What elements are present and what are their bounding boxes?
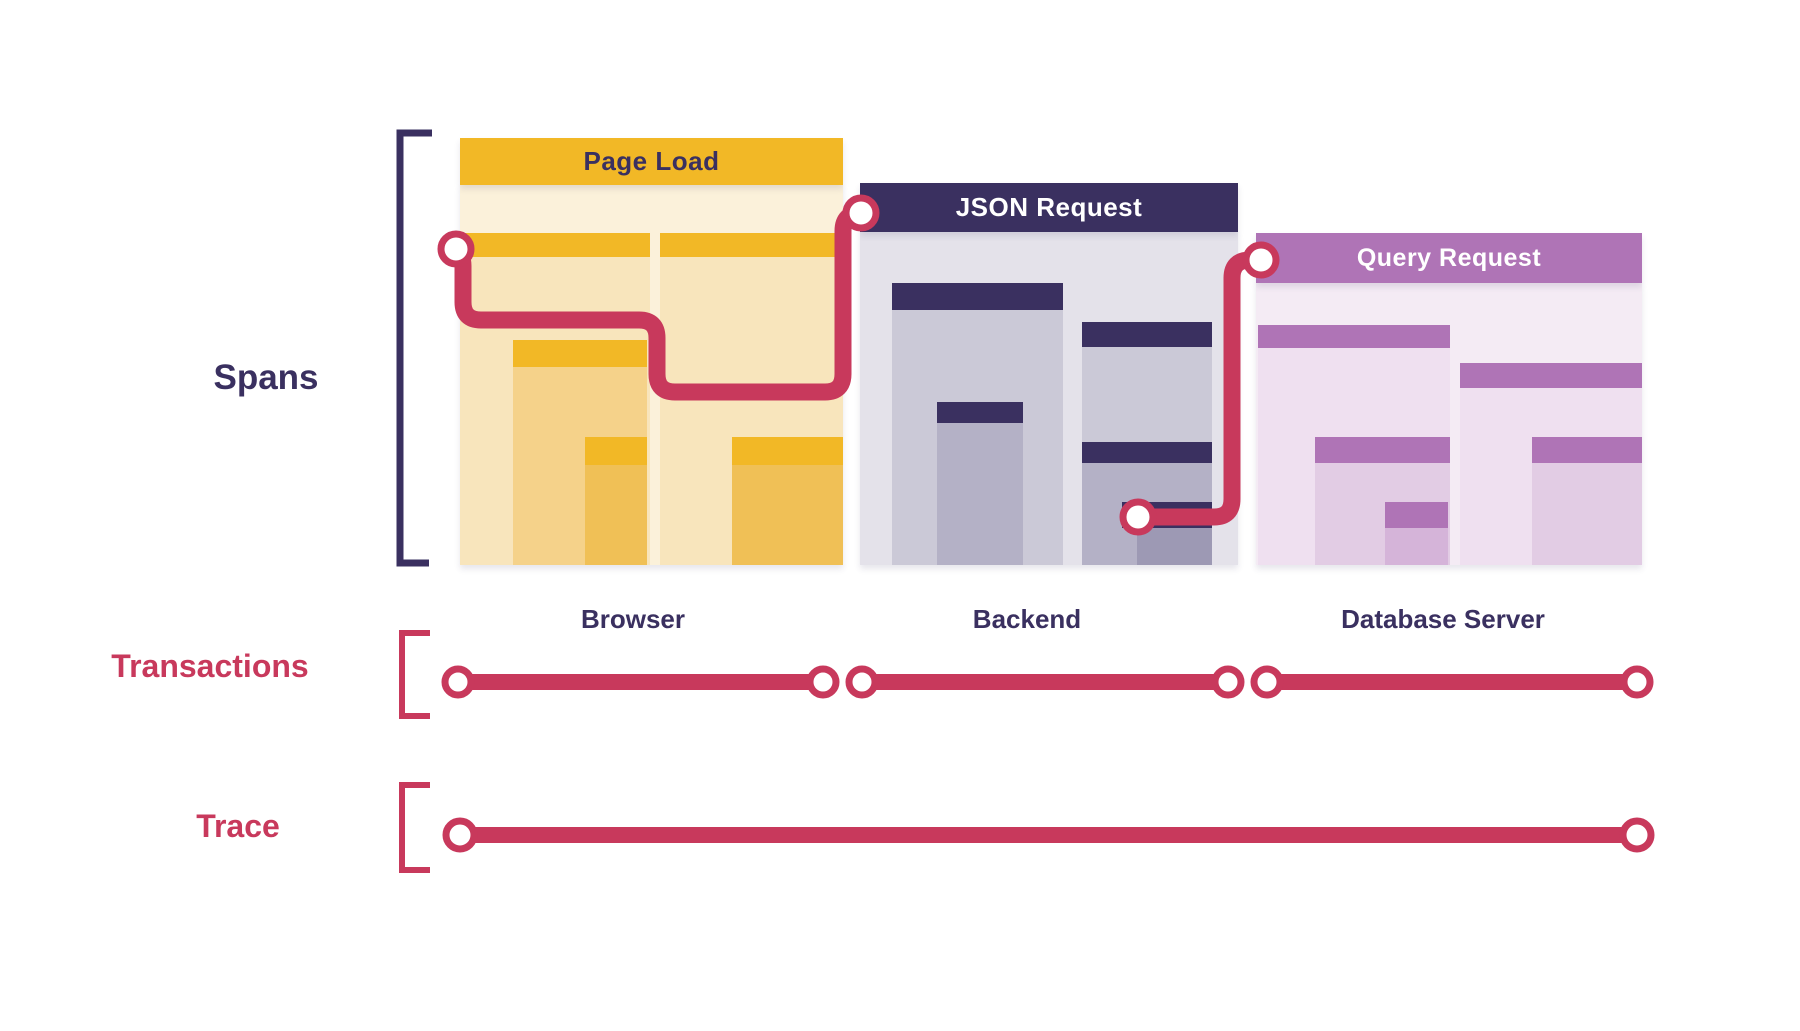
span-bar-header	[660, 233, 843, 257]
trace-row-label: Trace	[196, 808, 280, 844]
database-panel-title: Query Request	[1356, 243, 1542, 272]
span-bar-body	[585, 465, 647, 565]
span-bar-body	[1532, 463, 1642, 565]
span-bar-header	[585, 437, 647, 465]
span-bar-body	[1137, 528, 1212, 565]
browser-panel-title-bar: Page Load	[460, 138, 843, 185]
browser-panel-title: Page Load	[583, 146, 720, 176]
span-bar-header	[513, 340, 647, 367]
transaction-endpoint-circle	[806, 665, 840, 699]
transaction-endpoint-circle	[845, 665, 879, 699]
backend-panel-title-bar: JSON Request	[860, 183, 1238, 232]
spans-bracket	[396, 129, 432, 567]
span-bar-body	[732, 465, 843, 565]
transactions-row-label: Transactions	[111, 648, 309, 684]
transactions-bracket	[399, 630, 430, 719]
span-bar-header	[460, 233, 650, 257]
span-bar-header	[1385, 502, 1448, 528]
span-bar-header	[732, 437, 843, 465]
span-bar-body	[1385, 528, 1448, 565]
span-bar-header	[1460, 363, 1642, 388]
span-bar-header	[1258, 325, 1450, 348]
transaction-endpoint-circle	[1250, 665, 1284, 699]
span-bar-header	[1122, 502, 1212, 528]
backend-panel-title: JSON Request	[955, 192, 1143, 222]
transaction-endpoint-circle	[1211, 665, 1245, 699]
span-bar-header	[1082, 322, 1212, 347]
span-bar-header	[892, 283, 1063, 310]
trace-bracket	[399, 782, 430, 873]
span-bar-header	[1532, 437, 1642, 463]
span-bar-body	[937, 423, 1023, 565]
browser-caption: Browser	[580, 604, 686, 634]
transaction-endpoint-circle	[1620, 665, 1654, 699]
database-panel-title-bar: Query Request	[1256, 233, 1642, 283]
backend-caption: Backend	[972, 604, 1082, 634]
span-bar-header	[1082, 442, 1212, 463]
trace-endpoint-circle	[442, 817, 478, 853]
transaction-endpoint-circle	[441, 665, 475, 699]
database-caption: Database Server	[1341, 604, 1545, 634]
trace-endpoint-circle	[1619, 817, 1655, 853]
span-bar-header	[937, 402, 1023, 423]
span-bar-header	[1315, 437, 1450, 463]
spans-row-label: Spans	[213, 358, 319, 397]
